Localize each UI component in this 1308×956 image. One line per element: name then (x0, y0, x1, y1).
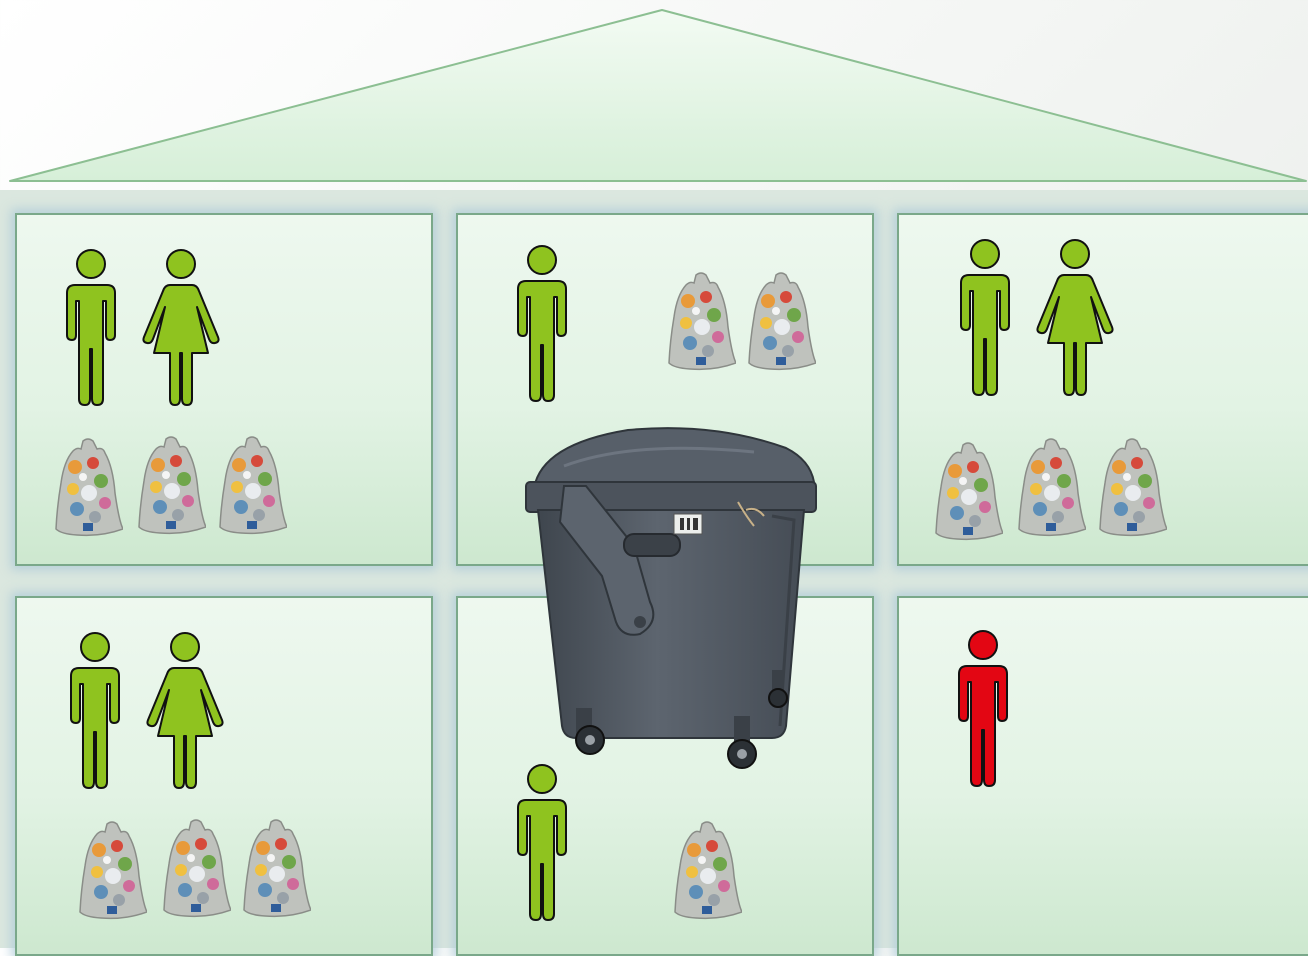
garbage-bag-icon (933, 441, 1003, 541)
garbage-bag-icon (241, 818, 311, 918)
woman-icon (1034, 239, 1116, 399)
apartment-bottom-left (15, 596, 433, 956)
garbage-bag-icon (666, 271, 736, 371)
waste-container-icon (524, 426, 818, 772)
garbage-bag-icon (217, 435, 287, 535)
apartment-bottom-right (897, 596, 1308, 956)
garbage-bag-icon (77, 820, 147, 920)
roof (0, 0, 1308, 190)
apartment-top-right (897, 213, 1308, 566)
garbage-bag-icon (136, 435, 206, 535)
woman-icon (140, 249, 222, 409)
garbage-bag-icon (161, 818, 231, 918)
man-icon-alert (953, 630, 1013, 790)
garbage-bag-icon (672, 820, 742, 920)
man-icon (65, 632, 125, 792)
garbage-bag-icon (746, 271, 816, 371)
man-icon (955, 239, 1015, 399)
garbage-bag-icon (1097, 437, 1167, 537)
woman-icon (144, 632, 226, 792)
man-icon (61, 249, 121, 409)
man-icon (512, 245, 572, 405)
man-icon (512, 764, 572, 924)
garbage-bag-icon (53, 437, 123, 537)
garbage-bag-icon (1016, 437, 1086, 537)
apartment-top-left (15, 213, 433, 566)
